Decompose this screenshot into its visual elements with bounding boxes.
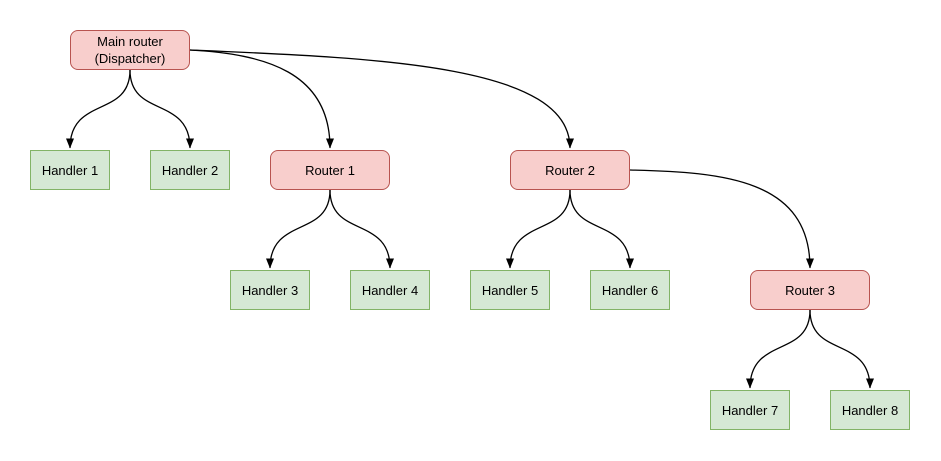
node-handler-2: Handler 2 [150, 150, 230, 190]
edge-main-router-to-handler-2 [129, 69, 194, 149]
node-handler-3: Handler 3 [230, 270, 310, 310]
edge-router-1-to-handler-4 [329, 189, 394, 269]
node-handler-5: Handler 5 [470, 270, 550, 310]
node-handler-6: Handler 6 [590, 270, 670, 310]
node-handler-7: Handler 7 [710, 390, 790, 430]
edge-router-2-to-router-3 [629, 169, 814, 269]
edge-router-2-to-handler-6 [569, 189, 634, 269]
edge-router-1-to-handler-3 [266, 189, 331, 269]
edge-router-3-to-handler-8 [809, 309, 874, 389]
edge-main-router-to-router-1 [189, 49, 334, 149]
edge-router-3-to-handler-7 [746, 309, 811, 389]
node-router-3: Router 3 [750, 270, 870, 310]
edge-main-router-to-handler-1 [66, 69, 131, 149]
node-main-router: Main router (Dispatcher) [70, 30, 190, 70]
edge-router-2-to-handler-5 [506, 189, 571, 269]
node-router-2: Router 2 [510, 150, 630, 190]
node-router-1: Router 1 [270, 150, 390, 190]
node-handler-8: Handler 8 [830, 390, 910, 430]
node-handler-4: Handler 4 [350, 270, 430, 310]
edge-main-router-to-router-2 [189, 49, 574, 149]
node-handler-1: Handler 1 [30, 150, 110, 190]
